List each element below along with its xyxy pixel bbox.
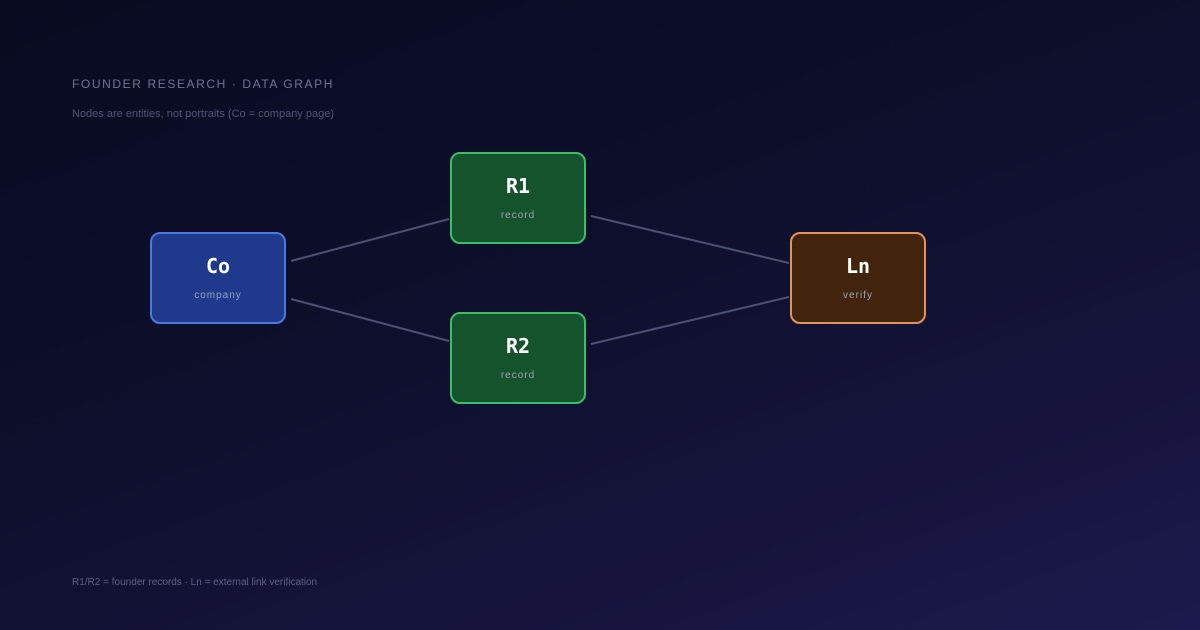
node-type: record <box>500 210 536 221</box>
legend-footnote: R1/R2 = founder records · Ln = external … <box>72 577 318 588</box>
node-record-2[interactable]: R2 record <box>450 312 586 404</box>
node-label: Co <box>205 254 231 278</box>
edge-co-r2 <box>290 298 450 342</box>
node-type: record <box>500 370 536 381</box>
node-link-verify[interactable]: Ln verify <box>790 232 926 324</box>
edge-r2-ln <box>590 296 790 345</box>
node-label: R2 <box>505 334 531 358</box>
edge-r1-ln <box>590 215 790 264</box>
diagram-subtitle: Nodes are entities, not portraits (Co = … <box>72 108 334 120</box>
edge-co-r1 <box>290 218 450 262</box>
diagram-eyebrow-title: FOUNDER RESEARCH · DATA GRAPH <box>72 77 334 91</box>
node-type: verify <box>843 290 873 301</box>
node-type: company <box>194 290 242 301</box>
node-label: R1 <box>505 174 531 198</box>
node-company[interactable]: Co company <box>150 232 286 324</box>
node-record-1[interactable]: R1 record <box>450 152 586 244</box>
node-label: Ln <box>845 254 871 278</box>
